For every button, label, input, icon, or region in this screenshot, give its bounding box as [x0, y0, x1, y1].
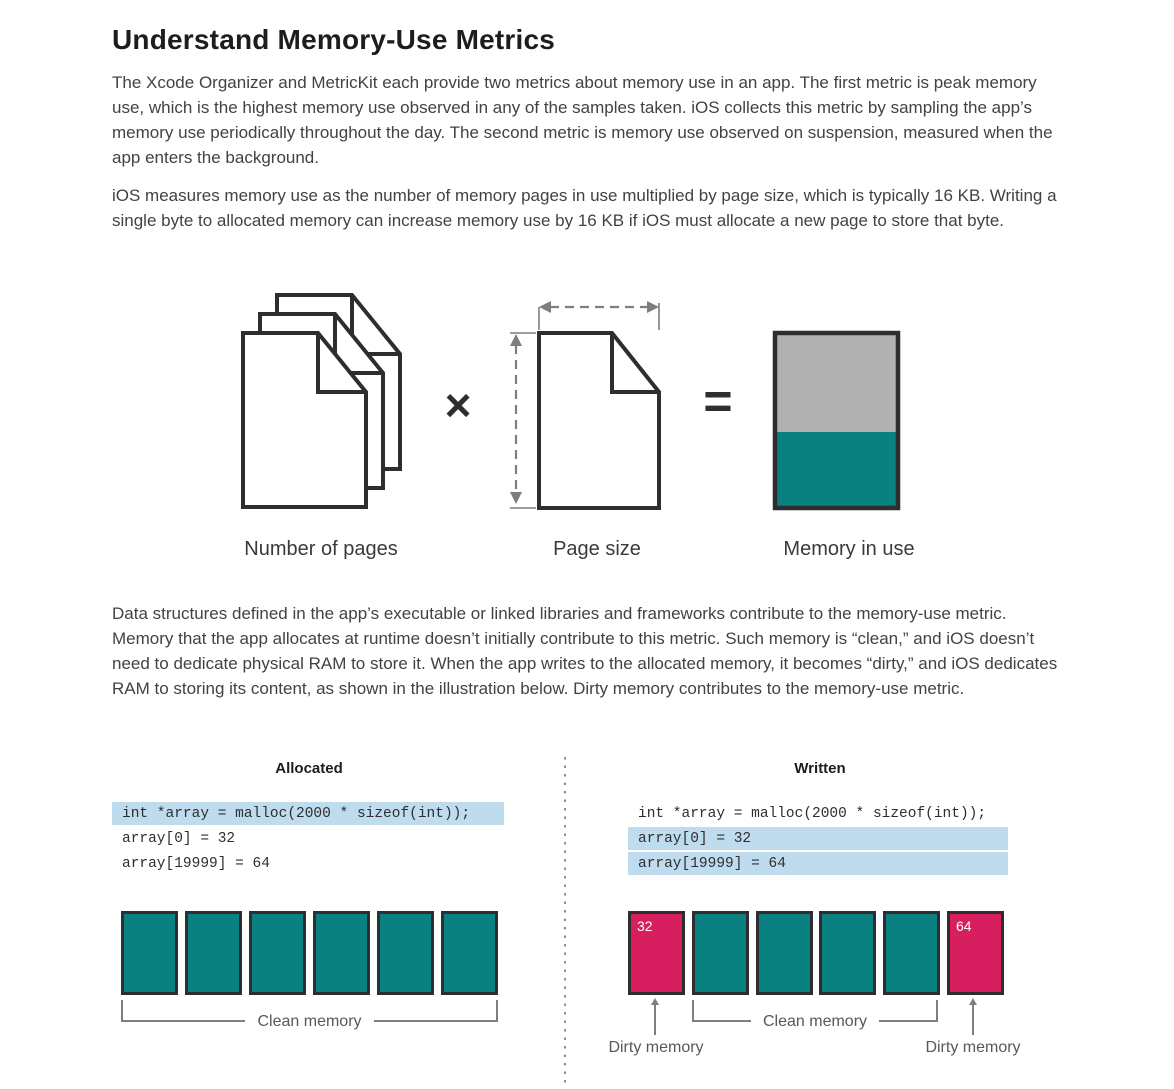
bracket-line — [692, 1000, 751, 1022]
written-panel-title: Written — [794, 760, 846, 777]
number-of-pages-label: Number of pages — [244, 538, 398, 560]
dotted-divider — [564, 757, 566, 1084]
clean-memory-bracket: Clean memory — [121, 1000, 498, 1030]
width-arrow — [539, 301, 659, 313]
dirty-memory-arrow — [651, 998, 659, 1035]
clean-memory-block — [691, 911, 749, 995]
code-line-malloc: int *array = malloc(2000 * sizeof(int)); — [638, 805, 987, 822]
pages-stack-icon — [241, 293, 402, 509]
clean-memory-label: Clean memory — [762, 1013, 868, 1030]
code-line-array0: array[0] = 32 — [122, 830, 236, 847]
allocated-panel-title: Allocated — [275, 760, 343, 777]
clean-memory-block — [185, 911, 242, 995]
memory-in-use-label: Memory in use — [783, 538, 915, 560]
dirty-memory-block: 32 — [628, 911, 685, 995]
clean-memory-block — [755, 911, 813, 995]
paragraph-clean-dirty: Data structures defined in the app’s exe… — [112, 604, 1058, 698]
page-size-icon — [510, 301, 661, 510]
page-title: Understand Memory-Use Metrics — [112, 24, 556, 55]
paragraph-page-size: iOS measures memory use as the number of… — [112, 186, 1057, 230]
clean-memory-block — [819, 911, 877, 995]
written-code-block: int *array = malloc(2000 * sizeof(int));… — [628, 802, 1008, 877]
clean-memory-bracket: Clean memory — [692, 1000, 938, 1030]
bracket-line — [373, 1000, 498, 1022]
clean-memory-block — [883, 911, 941, 995]
clean-memory-label: Clean memory — [257, 1013, 362, 1030]
page-size-label: Page size — [553, 538, 641, 560]
code-line-array19999: array[19999] = 64 — [122, 855, 270, 872]
paragraph-peak-memory: The Xcode Organizer and MetricKit each p… — [112, 73, 1053, 167]
code-line-malloc: int *array = malloc(2000 * sizeof(int)); — [112, 802, 504, 825]
clean-memory-block — [377, 911, 434, 995]
memory-equation-figure — [241, 293, 901, 511]
allocated-code-block: int *array = malloc(2000 * sizeof(int));… — [112, 802, 504, 877]
multiply-operator: × — [444, 379, 472, 431]
memory-bar-icon — [772, 330, 901, 511]
equals-operator: = — [703, 373, 733, 429]
bracket-line — [121, 1000, 246, 1022]
written-memory-blocks: 32 64 — [628, 911, 1004, 995]
block-value: 64 — [955, 918, 972, 934]
clean-memory-block — [121, 911, 178, 995]
dirty-memory-label: Dirty memory — [925, 1039, 1021, 1056]
clean-memory-block — [313, 911, 370, 995]
code-line-array0: array[0] = 32 — [628, 827, 1008, 850]
block-value: 32 — [637, 918, 653, 934]
code-line-array19999: array[19999] = 64 — [628, 852, 1008, 875]
clean-memory-block — [441, 911, 498, 995]
bracket-line — [879, 1000, 938, 1022]
clean-memory-block — [249, 911, 306, 995]
height-arrow — [510, 334, 522, 504]
dirty-memory-block: 64 — [946, 911, 1004, 995]
dirty-memory-label: Dirty memory — [608, 1039, 704, 1056]
dirty-memory-arrow — [969, 998, 977, 1035]
allocated-memory-blocks — [121, 911, 498, 995]
